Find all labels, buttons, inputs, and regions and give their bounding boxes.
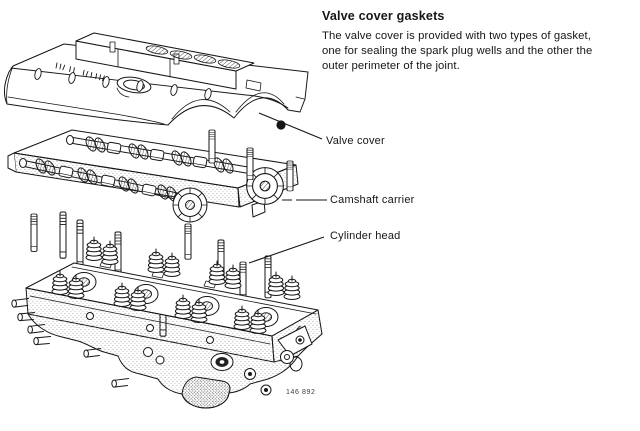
callout-label-cylinder-head: Cylinder head — [330, 230, 401, 242]
callout-dot — [276, 120, 286, 130]
body-line: The valve cover is provided with two typ… — [322, 30, 592, 42]
body-line: outer perimeter of the joint. — [322, 60, 460, 72]
section-title: Valve cover gaskets — [322, 9, 445, 23]
camshafts — [19, 134, 249, 204]
figure-number: 146 892 — [286, 389, 316, 396]
callout-label-camshaft-carrier: Camshaft carrier — [330, 194, 415, 206]
cylinder-head-leader-line — [248, 236, 325, 264]
bolt-tabs — [34, 68, 212, 100]
cylinder-head-drawing — [10, 211, 323, 409]
valve-cover-leader-line — [258, 112, 323, 140]
callout-label-valve-cover: Valve cover — [326, 135, 385, 147]
embossed-logo — [55, 62, 105, 82]
spine-recesses — [145, 45, 241, 69]
section-body: The valve cover is provided with two typ… — [322, 29, 622, 74]
valve-cover-drawing — [3, 32, 309, 126]
camshaft-carrier-drawing — [7, 129, 299, 223]
body-line: one for sealing the spark plug wells and… — [322, 45, 593, 57]
callout-leaders — [248, 112, 327, 264]
